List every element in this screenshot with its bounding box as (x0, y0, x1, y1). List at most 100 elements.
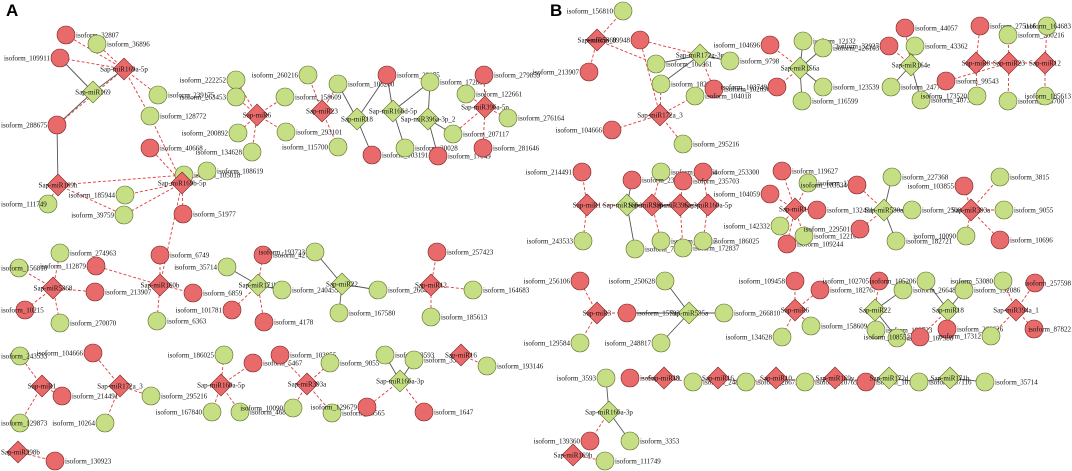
isoform-node[interactable]: isoform_99543 (936, 71, 999, 91)
isoform-node[interactable]: isoform_132431 (807, 200, 874, 220)
isoform-node[interactable]: isoform_10090 (240, 398, 303, 418)
isoform-node[interactable]: isoform_104696 (714, 35, 780, 55)
mirna-node[interactable]: Sap-miR12 (415, 273, 447, 297)
isoform-node[interactable]: isoform_53080 (950, 271, 1013, 291)
mirna-node[interactable]: Sap-miR169h (554, 443, 593, 467)
isoform-node[interactable]: isoform_164683 (463, 280, 530, 300)
isoform-node[interactable]: isoform_35714 (975, 372, 1038, 392)
isoform-node[interactable]: isoform_105200 (328, 74, 395, 94)
isoform-node[interactable]: isoform_44057 (895, 18, 958, 38)
isoform-node[interactable]: isoform_167580 (887, 328, 954, 348)
mirna-node[interactable]: Sap-miR535a (670, 301, 709, 325)
isoform-node[interactable]: isoform_186025 (693, 231, 760, 251)
isoform-node[interactable]: isoform_142332 (724, 216, 790, 236)
mirna-node[interactable]: Sap-miR169a-5p (100, 57, 148, 81)
isoform-node[interactable]: isoform_103855 (908, 176, 974, 196)
mirna-node[interactable]: Sap-miR16 (702, 366, 734, 390)
isoform-node[interactable]: isoform_111749 (1, 194, 58, 214)
mirna-node[interactable]: Sap-miR10 (760, 366, 792, 390)
isoform-node[interactable]: isoform_182767 (810, 280, 877, 300)
isoform-node[interactable]: isoform_227368 (882, 167, 949, 187)
mirna-node[interactable]: Sap-miR166a-3p (585, 400, 633, 424)
isoform-node[interactable]: isoform_18264 (651, 74, 714, 94)
isoform-node[interactable]: isoform_243533 (1, 346, 48, 366)
isoform-node[interactable]: isoform_109244 (777, 234, 844, 254)
isoform-node[interactable]: isoform_3353 (404, 350, 464, 370)
mirna-node[interactable]: Sap-miR1 (573, 193, 602, 217)
mirna-node[interactable]: Sap-miR16 (445, 343, 477, 367)
mirna-node[interactable]: Sap-miR398b (1, 440, 40, 464)
isoform-node[interactable]: isoform_105206 (870, 271, 936, 291)
isoform-node[interactable]: isoform_78838 (625, 239, 688, 259)
isoform-node[interactable]: isoform_101209 (856, 372, 923, 392)
isoform-node[interactable]: isoform_105961 (646, 54, 713, 74)
isoform-node[interactable]: isoform_124151 (798, 173, 865, 193)
isoform-node[interactable]: isoform_213907 (85, 282, 152, 302)
isoform-node[interactable]: isoform_43362 (905, 36, 968, 56)
isoform-node[interactable]: isoform_158609 (275, 87, 342, 107)
isoform-node[interactable]: isoform_4681 (230, 402, 290, 422)
isoform-node[interactable]: isoform_9798 (720, 51, 780, 71)
isoform-node[interactable]: isoform_10264 (52, 413, 115, 433)
isoform-node[interactable]: isoform_103855 (270, 345, 337, 365)
mirna-node[interactable]: Sap-miR160a-5p (197, 373, 245, 397)
isoform-node[interactable]: isoform_275116 (970, 16, 1037, 36)
isoform-node[interactable]: isoform_185613 (1025, 86, 1072, 106)
isoform-node[interactable]: isoform_12132 (793, 31, 856, 51)
isoform-node[interactable]: isoform_111749 (595, 451, 661, 471)
isoform-node[interactable]: isoform_172837 (420, 72, 487, 92)
isoform-node[interactable]: isoform_243533 (527, 231, 593, 251)
mirna-node[interactable]: Sap-miR396a-3p_2 (653, 193, 708, 217)
mirna-node[interactable]: Sap-miR156a (781, 56, 820, 80)
isoform-node[interactable]: isoform_123539 (813, 77, 880, 97)
isoform-node[interactable]: isoform_103534 (801, 175, 867, 195)
mirna-node[interactable]: Sap-miR160b (141, 273, 180, 297)
isoform-node[interactable]: isoform_214491 (52, 386, 119, 406)
isoform-node[interactable]: isoform_139360 (534, 431, 600, 451)
isoform-node[interactable]: isoform_134628 (726, 327, 792, 347)
mirna-node[interactable]: Sap-miR5368 (578, 28, 617, 52)
isoform-node[interactable]: isoform_36896 (87, 34, 150, 54)
isoform-node[interactable]: isoform_6749 (150, 245, 210, 265)
isoform-node[interactable]: isoform_129584 (524, 333, 590, 353)
isoform-node[interactable]: isoform_3353 (620, 431, 680, 451)
mirna-node[interactable]: Sap-miR18 (932, 298, 964, 322)
mirna-node[interactable]: Sap-miR172d (870, 366, 909, 390)
isoform-node[interactable]: isoform_126103 (813, 38, 880, 58)
isoform-node[interactable]: isoform_1647 (414, 402, 474, 422)
isoform-node[interactable]: isoform_17049 (428, 146, 491, 166)
mirna-node[interactable]: Sap-miR166d-5p (603, 193, 652, 217)
isoform-node[interactable]: isoform_167840 (156, 402, 222, 422)
isoform-node[interactable]: isoform_193723 (866, 320, 933, 340)
mirna-node[interactable]: Sap-miR169 (75, 80, 111, 104)
isoform-node[interactable]: isoform_250628 (609, 271, 675, 291)
isoform-node[interactable]: isoform_9055 (994, 200, 1054, 220)
isoform-node[interactable]: isoform_108552 (864, 327, 930, 347)
mirna-node[interactable]: Sap-miR6 (781, 298, 810, 322)
isoform-node[interactable]: isoform_109911 (4, 48, 70, 68)
mirna-node[interactable]: Sap-miR23 (306, 99, 338, 123)
isoform-node[interactable]: isoform_193723 (259, 242, 325, 262)
mirna-node[interactable]: Sap-miR19 (648, 366, 680, 390)
mirna-node[interactable]: Sap-miR10 (779, 197, 811, 221)
isoform-node[interactable]: isoform_35714 (174, 257, 237, 277)
isoform-node[interactable]: isoform_108619 (197, 161, 264, 181)
isoform-node[interactable]: isoform_276164 (498, 108, 565, 128)
mirna-node[interactable]: Sap-miR12 (1029, 51, 1061, 75)
isoform-node[interactable]: isoform_182721 (886, 231, 953, 251)
isoform-node[interactable]: isoform_9055 (320, 353, 380, 373)
mirna-node[interactable]: Sap-miR164e (892, 53, 931, 77)
isoform-node[interactable]: isoform_10090 (913, 226, 976, 246)
isoform-node[interactable]: isoform_270070 (50, 313, 117, 333)
isoform-node[interactable]: isoform_42703 (253, 245, 316, 265)
mirna-node[interactable]: Sap-miR8 (962, 51, 991, 75)
mirna-node[interactable]: Sap-miR396a-5p (461, 95, 509, 119)
isoform-node[interactable]: isoform_99948 (587, 30, 650, 50)
mirna-node[interactable]: Sap-miR169b-5p (158, 171, 207, 195)
isoform-node[interactable]: isoform_248143 (683, 372, 750, 392)
isoform-node[interactable]: isoform_253300 (693, 162, 760, 182)
isoform-node[interactable]: isoform_214491 (526, 162, 592, 182)
isoform-node[interactable]: isoform_10696 (990, 230, 1053, 250)
isoform-node[interactable]: isoform_103749 (721, 77, 787, 97)
isoform-node[interactable]: isoform_115700 (282, 137, 348, 157)
